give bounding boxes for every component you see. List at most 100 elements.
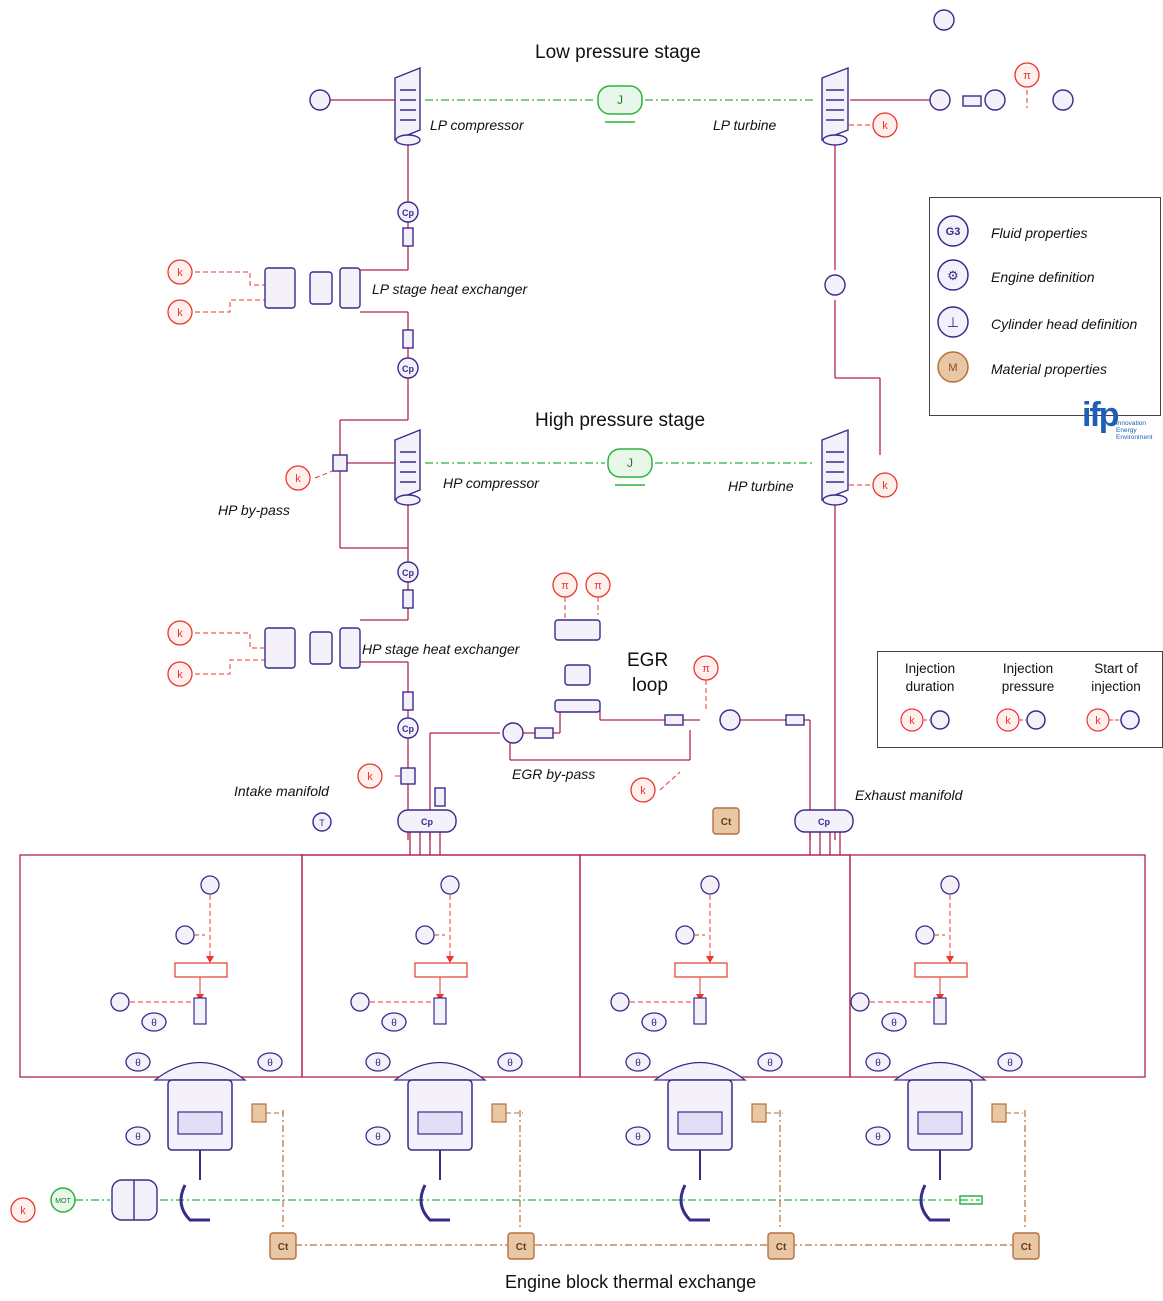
injection-signal-icon <box>915 925 935 945</box>
crank-icon <box>419 1184 450 1222</box>
k-source-8 <box>872 472 898 498</box>
pi-glyph: π <box>561 580 569 592</box>
mot-glyph: MOT <box>55 1198 71 1205</box>
turbine-bypass-valve-icon <box>824 274 846 296</box>
egr-loop-title-line1: EGR <box>627 650 669 671</box>
cylinder-box-4 <box>849 854 1146 1078</box>
k-glyph: k <box>640 785 646 797</box>
pressure-source-4 <box>693 655 719 681</box>
k-glyph: k <box>177 669 183 681</box>
j-glyph: J <box>617 93 623 107</box>
k-glyph: k <box>295 473 301 485</box>
theta-glyph: θ <box>375 1058 381 1069</box>
theta-glyph: θ <box>151 1018 157 1029</box>
thermal-mass-2-icon <box>507 1232 535 1260</box>
theta-sensor-icon <box>865 1126 891 1146</box>
lp-heat-exchanger-label: LP stage heat exchanger <box>372 281 528 297</box>
injection-pressure-line2: pressure <box>1001 679 1055 694</box>
pressure-source-3 <box>585 572 611 598</box>
theta-glyph: θ <box>135 1132 141 1143</box>
k-source-5 <box>167 661 193 687</box>
low-pressure-stage-title: Low pressure stage <box>535 42 701 63</box>
legend-injection-port-3 <box>1120 710 1140 730</box>
injector-icon <box>693 997 707 1025</box>
hp-shaft-inertia-icon: J <box>607 448 653 486</box>
egr-valve-icon <box>502 722 524 744</box>
t-glyph: T <box>319 818 325 828</box>
ct-glyph: Ct <box>721 817 732 828</box>
legend-label-material: Material properties <box>991 361 1107 377</box>
g3-glyph: G3 <box>946 226 961 238</box>
injection-legend: Injection duration Injection pressure St… <box>877 651 1163 748</box>
injection-law-block <box>414 962 468 978</box>
cylinder-head-icon: ⊥ <box>937 306 969 338</box>
intake-temperature-icon <box>312 812 332 832</box>
k-glyph: k <box>177 628 183 640</box>
k-glyph: k <box>367 771 373 783</box>
cylinder-head-icon <box>153 1061 247 1081</box>
theta-sensor-icon <box>641 1012 667 1032</box>
injector-signal-icon <box>110 992 130 1012</box>
k-glyph: k <box>177 267 183 279</box>
lp-turbine-label: LP turbine <box>713 117 777 133</box>
theta-glyph: θ <box>635 1058 641 1069</box>
lp-shaft-inertia-icon: J <box>597 85 643 123</box>
exhaust-valve-icon <box>984 89 1006 111</box>
injection-pressure-line1: Injection <box>1002 661 1054 676</box>
ifp-logo-sub-2: Energy <box>1116 427 1137 434</box>
cp-glyph: Cp <box>402 364 414 374</box>
j-glyph: J <box>627 456 633 470</box>
material-glyph: M <box>948 362 957 374</box>
k-glyph: k <box>882 120 888 132</box>
engine-icon: ⚙ <box>937 259 969 291</box>
injection-pressure-label: Injection pressure <box>986 660 1070 696</box>
hp-turbine-label: HP turbine <box>728 478 794 494</box>
piston-icon <box>177 1111 223 1135</box>
ct-glyph: Ct <box>1021 1242 1032 1253</box>
theta-sensor-icon <box>365 1052 391 1072</box>
lp-heat-exchanger-icon <box>264 267 361 309</box>
ifp-logo: ifp Innovation Energy Environment <box>1082 396 1162 444</box>
hp-bypass-label: HP by-pass <box>218 502 290 518</box>
injection-signal-icon <box>415 925 435 945</box>
theta-sensor-icon <box>365 1126 391 1146</box>
injection-signal-icon <box>175 925 195 945</box>
pipe-segment-icon <box>402 227 414 247</box>
theta-glyph: θ <box>767 1058 773 1069</box>
inlet-boundary-icon <box>309 89 331 111</box>
legend-label-cylinder-head: Cylinder head definition <box>991 316 1138 332</box>
piston-icon <box>677 1111 723 1135</box>
injector-icon <box>193 997 207 1025</box>
egr-bypass-label: EGR by-pass <box>512 766 596 782</box>
injector-icon <box>433 997 447 1025</box>
pipe-segment-icon <box>402 329 414 349</box>
engine-block-thermal-title: Engine block thermal exchange <box>505 1272 757 1292</box>
theta-sensor-icon <box>625 1052 651 1072</box>
exhaust-valves: T <box>309 9 1074 832</box>
theta-sensor-icon <box>257 1052 283 1072</box>
legend-k-glyph: k <box>909 715 915 727</box>
intake-manifold-icon <box>397 809 457 833</box>
wall-thermal-icon <box>991 1103 1007 1123</box>
injector-icon <box>933 997 947 1025</box>
ct-glyph: Ct <box>516 1242 527 1253</box>
properties-legend: G3 Fluid properties ⚙ Engine definition … <box>929 197 1161 416</box>
injector-signal-icon <box>610 992 630 1012</box>
cylinder-head-icon <box>893 1061 987 1081</box>
k-source-9 <box>630 777 656 803</box>
theta-glyph: θ <box>891 1018 897 1029</box>
ifp-logo-subtitle: Innovation Energy Environment <box>1116 420 1153 441</box>
thermal-mass-4-icon <box>1012 1232 1040 1260</box>
injection-duration-line1: Injection <box>904 661 956 676</box>
egr-loop-title-line2: loop <box>632 675 668 696</box>
egr-cooler-icon <box>554 619 601 713</box>
mechanical-shafts <box>75 99 980 1201</box>
theta-sensor-icon <box>625 1126 651 1146</box>
flywheel-icon <box>111 1179 158 1221</box>
